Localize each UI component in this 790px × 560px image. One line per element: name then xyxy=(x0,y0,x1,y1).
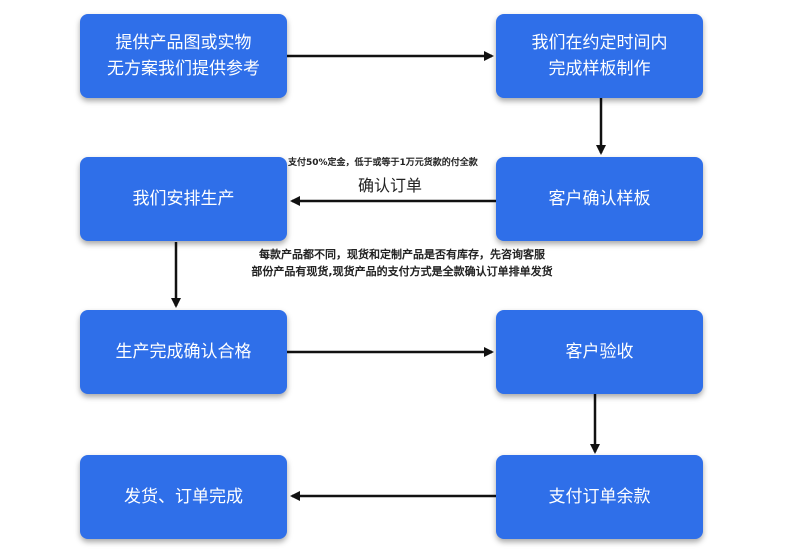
step-customer-acceptance: 客户验收 xyxy=(496,310,703,394)
step-pay-balance: 支付订单余款 xyxy=(496,455,703,539)
step-production-qualified: 生产完成确认合格 xyxy=(80,310,287,394)
stock-note-line1: 每款产品都不同，现货和定制产品是否有库存，先咨询客服 xyxy=(259,248,545,261)
step-arrange-production-label: 我们安排生产 xyxy=(132,189,235,209)
step-pay-balance-label: 支付订单余款 xyxy=(548,487,651,507)
step-sample-making-label: 我们在约定时间内 完成样板制作 xyxy=(531,33,668,79)
step-customer-confirm-sample-label: 客户确认样板 xyxy=(548,189,651,209)
confirm-order-label: 确认订单 xyxy=(358,176,423,195)
step-ship-complete-label: 发货、订单完成 xyxy=(124,487,243,507)
step-provide-product: 提供产品图或实物 无方案我们提供参考 xyxy=(80,14,287,98)
step-provide-product-label: 提供产品图或实物 无方案我们提供参考 xyxy=(107,33,260,79)
step-ship-complete: 发货、订单完成 xyxy=(80,455,287,539)
step-production-qualified-label: 生产完成确认合格 xyxy=(115,342,252,362)
deposit-note: 支付50%定金，低于或等于1万元货款的付全款 xyxy=(288,158,478,168)
step-sample-making: 我们在约定时间内 完成样板制作 xyxy=(496,14,703,98)
step-customer-confirm-sample: 客户确认样板 xyxy=(496,157,703,241)
stock-note-line2: 部份产品有现货,现货产品的支付方式是全款确认订单排单发货 xyxy=(251,265,553,278)
stock-note: 每款产品都不同，现货和定制产品是否有库存，先咨询客服 部份产品有现货,现货产品的… xyxy=(232,246,572,280)
step-customer-acceptance-label: 客户验收 xyxy=(565,342,634,362)
step-arrange-production: 我们安排生产 xyxy=(80,157,287,241)
